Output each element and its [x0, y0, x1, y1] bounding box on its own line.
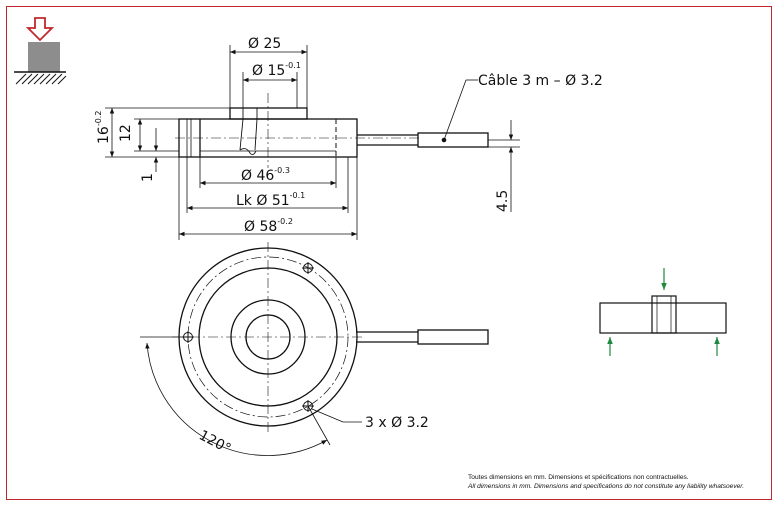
- dim-d25: [229, 45, 308, 108]
- dim-d46: [199, 157, 337, 188]
- top-view: [172, 242, 489, 432]
- label-h45: 4.5: [495, 190, 511, 212]
- label-d46: Ø 46-0.3: [241, 166, 290, 184]
- dim-heights: [105, 107, 230, 172]
- load-block: [28, 42, 60, 72]
- cable-leader: [443, 79, 478, 141]
- dim-d58: [178, 157, 358, 240]
- force-arrow-icon: [607, 268, 720, 356]
- load-arrow-icon: [25, 17, 55, 42]
- label-lk51: Lk Ø 51-0.1: [236, 191, 305, 209]
- label-d15: Ø 15-0.1: [252, 61, 301, 79]
- label-h12: 12: [118, 124, 134, 142]
- ground-hatch: [14, 71, 67, 85]
- dim-h45: [418, 120, 520, 212]
- disclaimer-fr: Toutes dimensions en mm. Dimensions et s…: [468, 474, 689, 481]
- label-h1: 1: [140, 173, 156, 182]
- label-angle: 120°: [196, 427, 233, 457]
- label-holes: 3 x Ø 3.2: [365, 415, 429, 431]
- label-d25: Ø 25: [248, 36, 281, 52]
- disclaimer-en: All dimensions in mm. Dimensions and spe…: [468, 483, 745, 490]
- dim-lk51: [186, 157, 349, 213]
- side-view: [175, 93, 489, 168]
- drawing-frame: [6, 6, 772, 500]
- dim-d15: [242, 72, 298, 108]
- label-cable: Câble 3 m – Ø 3.2: [478, 73, 603, 89]
- dim-angle: [140, 336, 331, 456]
- force-diagram: [599, 295, 727, 334]
- holes-leader: [311, 408, 362, 423]
- label-h16: 16-0.2: [94, 111, 112, 144]
- label-d58: Ø 58-0.2: [244, 217, 293, 235]
